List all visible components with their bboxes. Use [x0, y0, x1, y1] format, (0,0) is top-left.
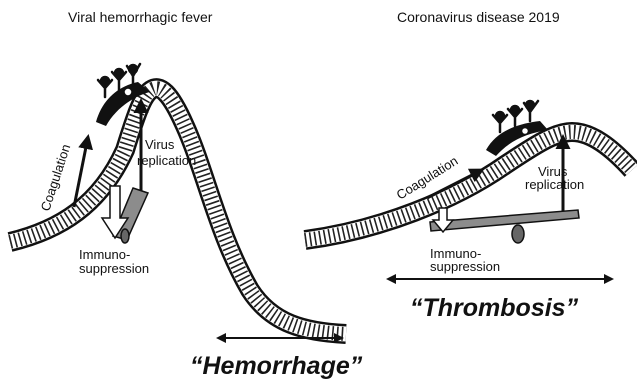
right-virus-label-2: replication — [525, 177, 584, 192]
left-immuno-label-2: suppression — [79, 261, 149, 276]
left-track — [10, 88, 346, 334]
right-panel: Coronavirus disease 2019 Coagulation — [305, 9, 632, 322]
left-virus-label-1: Virus — [145, 137, 175, 152]
left-panel: Viral hemorrhagic fever Coagulation — [10, 9, 363, 380]
left-virus-label-2: replication — [137, 153, 196, 168]
right-title: Coronavirus disease 2019 — [397, 9, 560, 25]
left-immuno-label-1: Immuno- — [79, 247, 130, 262]
right-outcome-label: “Thrombosis” — [410, 294, 579, 322]
left-title: Viral hemorrhagic fever — [68, 9, 213, 25]
right-seesaw-icon — [430, 210, 579, 243]
left-outcome-label: “Hemorrhage” — [190, 352, 363, 380]
left-coagulation-label: Coagulation — [38, 142, 74, 213]
right-immuno-label-2: suppression — [430, 259, 500, 274]
